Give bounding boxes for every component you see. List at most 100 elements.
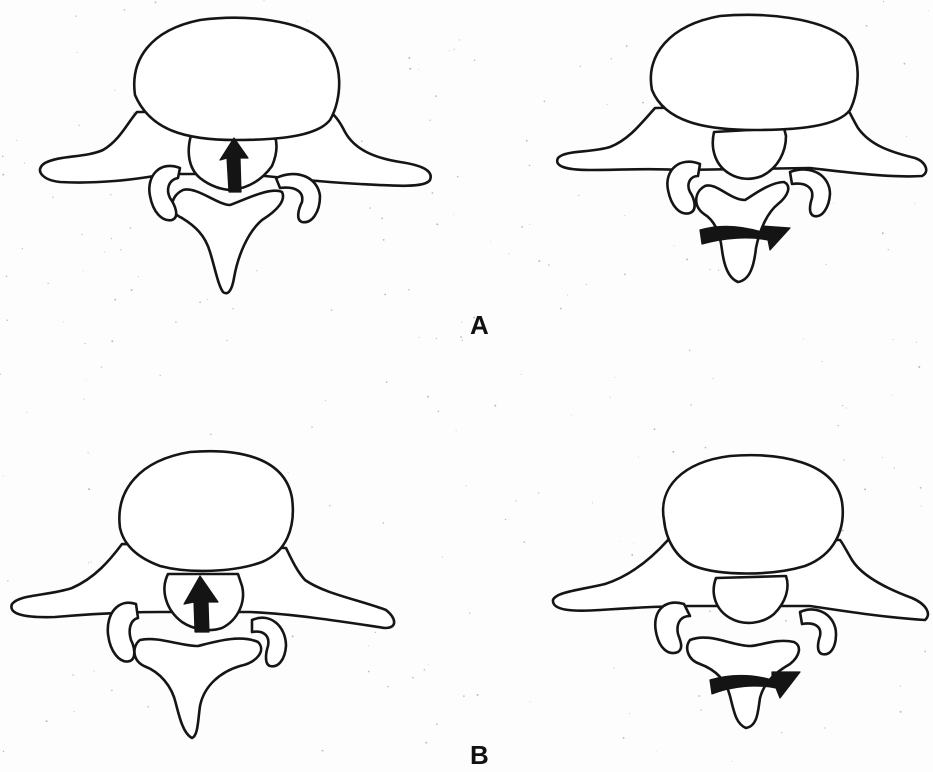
speck	[611, 58, 612, 59]
speck	[111, 690, 113, 692]
speck	[638, 456, 639, 457]
speck	[461, 322, 462, 323]
speck	[438, 410, 440, 412]
speck	[22, 248, 23, 249]
speck	[822, 361, 823, 362]
speck	[928, 10, 929, 11]
speck	[521, 374, 522, 375]
speck	[232, 308, 233, 309]
vertebral-body-outline	[134, 18, 339, 140]
speck	[672, 451, 674, 453]
speck	[494, 405, 496, 407]
speck	[432, 192, 434, 194]
speck	[88, 488, 90, 490]
speck	[256, 270, 257, 271]
speck	[6, 276, 8, 278]
speck	[292, 635, 294, 637]
speck	[578, 195, 579, 196]
left-facet-outline	[108, 603, 138, 662]
speck	[24, 163, 25, 164]
speck	[449, 51, 450, 52]
speck	[75, 15, 76, 16]
speck	[46, 720, 48, 722]
speck	[453, 49, 454, 50]
right-facet-outline	[800, 609, 836, 654]
speck	[418, 69, 419, 70]
speck	[387, 686, 388, 687]
speck	[453, 214, 454, 215]
speck	[329, 505, 331, 507]
speck	[826, 264, 827, 265]
speck	[571, 415, 572, 416]
vertebral-body-outline	[663, 455, 843, 573]
speck	[580, 66, 581, 67]
speck	[77, 52, 78, 53]
speck	[383, 522, 385, 524]
speck	[88, 562, 89, 563]
panel-label-a: A	[470, 312, 489, 338]
speck	[86, 380, 87, 381]
speck	[457, 176, 459, 178]
speck	[368, 645, 369, 646]
speck	[361, 140, 363, 142]
speck	[900, 711, 902, 713]
speck	[614, 377, 615, 378]
left-facet-outline	[667, 162, 700, 214]
speck	[91, 561, 92, 562]
speck	[883, 1, 884, 2]
speck	[642, 102, 644, 104]
speck	[629, 713, 630, 714]
speck	[78, 125, 79, 126]
speck	[263, 0, 264, 1]
speck	[461, 340, 462, 341]
speck	[469, 613, 470, 614]
speck	[892, 395, 893, 396]
speck	[210, 434, 212, 436]
speck	[331, 309, 333, 311]
speck	[375, 632, 376, 633]
speck	[894, 467, 895, 468]
speck	[633, 543, 634, 544]
speck	[175, 321, 176, 322]
speck	[538, 260, 540, 262]
speck	[84, 343, 85, 344]
speck	[700, 709, 701, 710]
speck	[916, 342, 917, 343]
spinous-process-outline	[172, 189, 283, 293]
speck	[904, 63, 906, 65]
speck	[130, 227, 132, 229]
left-facet-outline	[149, 166, 180, 220]
speck	[26, 412, 27, 413]
speck	[427, 396, 429, 398]
speck	[624, 274, 626, 276]
speck	[710, 269, 711, 270]
speck	[623, 737, 625, 739]
speck	[466, 485, 467, 486]
speck	[709, 610, 711, 612]
speck	[288, 472, 289, 473]
speck	[124, 9, 126, 11]
vertebra-top-right	[557, 15, 926, 282]
speck	[84, 399, 85, 400]
speck	[47, 283, 48, 284]
speck	[226, 340, 227, 341]
speck	[629, 129, 630, 130]
speck	[918, 366, 920, 368]
speck	[386, 381, 388, 383]
speck	[111, 340, 113, 342]
vertebral-body-outline	[119, 451, 292, 571]
speck	[72, 674, 74, 676]
speck	[523, 541, 525, 543]
speck	[52, 197, 53, 198]
speck	[474, 59, 476, 61]
speck	[104, 252, 105, 253]
speck	[843, 460, 844, 461]
speck	[906, 136, 907, 137]
speck	[530, 701, 531, 702]
speck	[607, 104, 608, 105]
speck	[307, 21, 308, 22]
speck	[619, 541, 620, 542]
speck	[846, 407, 847, 408]
speck	[384, 294, 386, 296]
